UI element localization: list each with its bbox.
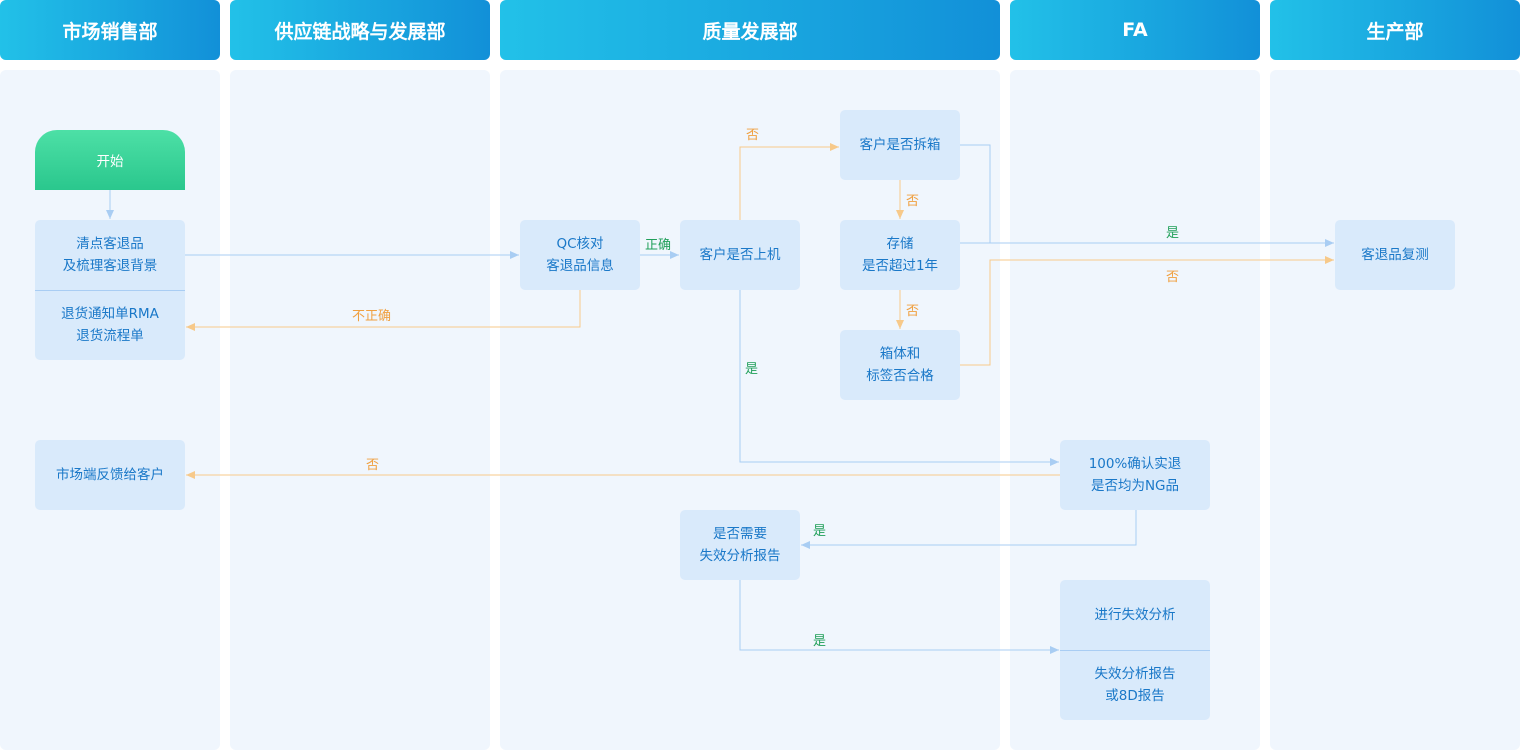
label-yes-need: 是: [813, 524, 827, 539]
on-machine-node[interactable]: 客户是否上机: [680, 220, 800, 290]
label-yes-confirm: 是: [745, 362, 759, 377]
edge-onmachine-to-confirm: [739, 290, 1059, 466]
edge-confirm-to-need: [801, 510, 1137, 549]
edge-onmachine-to-unbox: [739, 143, 839, 220]
label-incorrect: 不正确: [352, 309, 392, 324]
edge-box-to-retest: [960, 256, 1334, 366]
qc-node[interactable]: QC核对 客退品信息: [520, 220, 640, 290]
feedback-node[interactable]: 市场端反馈给客户: [35, 440, 185, 510]
label-no-retest: 否: [1166, 270, 1180, 285]
lane-body-quality: [500, 70, 1000, 750]
need-analysis-node[interactable]: 是否需要 失效分析报告: [680, 510, 800, 580]
lane-header-quality: 质量发展部: [500, 0, 1000, 60]
label-yes-analysis: 是: [813, 634, 827, 649]
analysis-report-node[interactable]: 进行失效分析 失效分析报告 或8D报告: [1060, 580, 1210, 720]
lane-header-production: 生产部: [1270, 0, 1520, 60]
box-label-node[interactable]: 箱体和 标签否合格: [840, 330, 960, 400]
start-node[interactable]: 开始: [35, 130, 185, 190]
confirm-ng-node[interactable]: 100%确认实退 是否均为NG品: [1060, 440, 1210, 510]
do-analysis-node: 进行失效分析: [1094, 606, 1176, 623]
label-no-storage: 否: [906, 194, 920, 209]
edge-qc-to-rma: [186, 290, 581, 331]
rma-node: 退货通知单RMA 退货流程单: [35, 289, 185, 361]
lane-body-production: [1270, 70, 1520, 750]
report-node: 失效分析报告 或8D报告: [1060, 649, 1210, 721]
edge-need-to-analysis: [739, 580, 1059, 654]
label-correct: 正确: [645, 238, 672, 253]
lane-header-supply-chain: 供应链战略与发展部: [230, 0, 490, 60]
label-no-unbox: 否: [746, 128, 760, 143]
edge-unbox-to-retest: [960, 144, 1334, 247]
check-returns-node: 清点客退品 及梳理客退背景: [62, 235, 158, 274]
unbox-node[interactable]: 客户是否拆箱: [840, 110, 960, 180]
lane-header-fa: FA: [1010, 0, 1260, 60]
storage-node[interactable]: 存储 是否超过1年: [840, 220, 960, 290]
label-yes-retest: 是: [1166, 226, 1180, 241]
label-no-feedback: 否: [366, 458, 380, 473]
check-returns-rma-node[interactable]: 清点客退品 及梳理客退背景 退货通知单RMA 退货流程单: [35, 220, 185, 360]
lane-header-sales: 市场销售部: [0, 0, 220, 60]
retest-node[interactable]: 客退品复测: [1335, 220, 1455, 290]
label-no-box: 否: [906, 304, 920, 319]
lane-body-supply-chain: [230, 70, 490, 750]
